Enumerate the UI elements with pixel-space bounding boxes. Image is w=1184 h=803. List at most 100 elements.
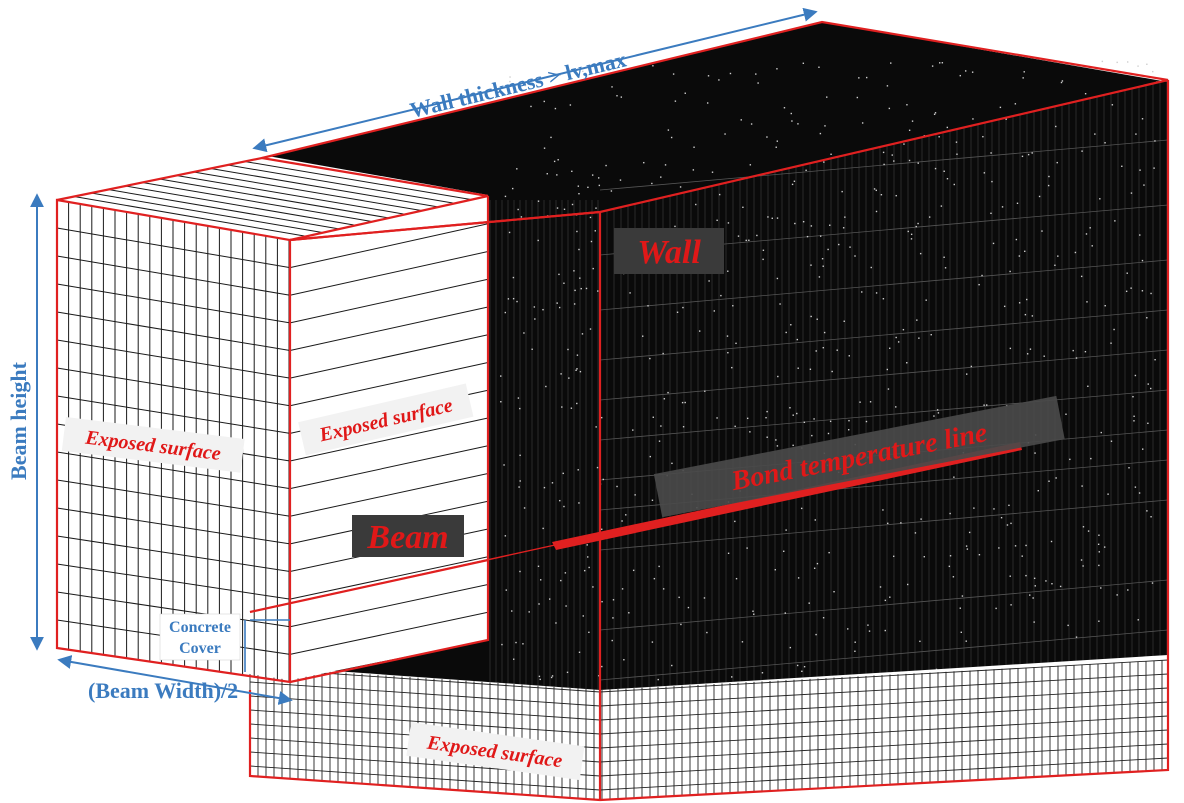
mesh-node [1142, 448, 1144, 450]
mesh-node [684, 401, 686, 404]
mesh-node [522, 643, 524, 645]
beam-label-box: Beam [352, 515, 464, 557]
mesh-node [718, 193, 721, 196]
mesh-node [670, 136, 673, 139]
mesh-node [564, 572, 567, 574]
mesh-node [1154, 140, 1156, 142]
mesh-node [1104, 304, 1106, 307]
mesh-node [543, 100, 545, 103]
mesh-node [783, 550, 785, 552]
mesh-node [667, 391, 669, 394]
mesh-node [1151, 582, 1154, 584]
mesh-node [1037, 489, 1039, 492]
mesh-node [999, 106, 1002, 109]
mesh-line [599, 579, 1169, 631]
mesh-node [716, 219, 718, 222]
mesh-line [599, 659, 1169, 693]
mesh-node [1023, 71, 1025, 73]
mesh-node [727, 222, 730, 224]
mesh-node [813, 418, 815, 420]
mesh-node [838, 243, 840, 246]
mesh-node [729, 72, 732, 75]
mesh-line [599, 729, 1169, 763]
mesh-node [1001, 206, 1004, 208]
mesh-node [1139, 169, 1141, 171]
mesh-node [828, 551, 830, 554]
mesh-node [1137, 619, 1139, 621]
mesh-node [756, 234, 758, 237]
mesh-line [56, 339, 291, 379]
mesh-node [684, 92, 686, 94]
mesh-node [990, 212, 992, 215]
mesh-node [917, 222, 919, 225]
mesh-node [856, 96, 859, 99]
mesh-node [910, 238, 913, 240]
mesh-node [797, 123, 799, 125]
mesh-node [882, 298, 885, 300]
mesh-node [1000, 516, 1003, 519]
mesh-node [819, 132, 822, 135]
mesh-node [1138, 492, 1141, 494]
mesh-node [1107, 493, 1109, 495]
mesh-node [983, 172, 986, 174]
mesh-node [1128, 467, 1130, 469]
mesh-node [889, 347, 891, 349]
mesh-node [742, 206, 744, 209]
mesh-node [973, 507, 975, 509]
mesh-node [806, 235, 809, 238]
mesh-node [1060, 81, 1063, 84]
mesh-node [983, 404, 985, 406]
mesh-node [757, 82, 759, 84]
mesh-node [513, 658, 515, 660]
mesh-node [727, 270, 729, 272]
mesh-node [816, 562, 819, 565]
mesh-node [801, 670, 803, 673]
mesh-node [848, 419, 850, 422]
mesh-node [925, 299, 927, 301]
mesh-node [1031, 152, 1033, 154]
mesh-node [642, 335, 644, 337]
mesh-node [537, 239, 539, 242]
mesh-node [797, 367, 799, 369]
mesh-node [928, 216, 931, 218]
mesh-node [952, 576, 955, 578]
mesh-node [1141, 118, 1144, 120]
mesh-node [649, 455, 652, 458]
mesh-node [1130, 192, 1133, 194]
mesh-node [619, 179, 622, 181]
mesh-line [289, 445, 489, 490]
mesh-node [1135, 133, 1137, 135]
mesh-node [1059, 585, 1062, 588]
mesh-node [1084, 92, 1087, 95]
mesh-node [1116, 594, 1118, 596]
mesh-node [1033, 621, 1035, 623]
mesh-node [1051, 583, 1053, 585]
mesh-node [523, 332, 525, 334]
mesh-node [1014, 545, 1017, 547]
mesh-node [981, 274, 983, 277]
mesh-node [930, 333, 932, 336]
mesh-node [908, 129, 911, 132]
mesh-node [919, 252, 922, 255]
mesh-node [1054, 264, 1056, 266]
mesh-node [1098, 551, 1100, 553]
mesh-node [698, 330, 701, 332]
mesh-line [249, 765, 601, 791]
mesh-node [775, 439, 777, 441]
mesh-line [289, 584, 489, 628]
mesh-node [1057, 255, 1059, 257]
mesh-node [516, 300, 518, 303]
mesh-node [948, 565, 951, 568]
mesh-node [998, 547, 1000, 549]
mesh-node [1072, 349, 1074, 352]
mesh-node [791, 183, 794, 186]
mesh-line [91, 192, 324, 234]
mesh-node [753, 613, 755, 615]
mesh-node [1003, 305, 1006, 308]
mesh-node [595, 207, 597, 209]
mesh-node [867, 624, 869, 626]
mesh-line [108, 189, 340, 230]
mesh-node [824, 125, 826, 127]
mesh-node [938, 136, 940, 138]
mesh-node [1139, 234, 1141, 236]
